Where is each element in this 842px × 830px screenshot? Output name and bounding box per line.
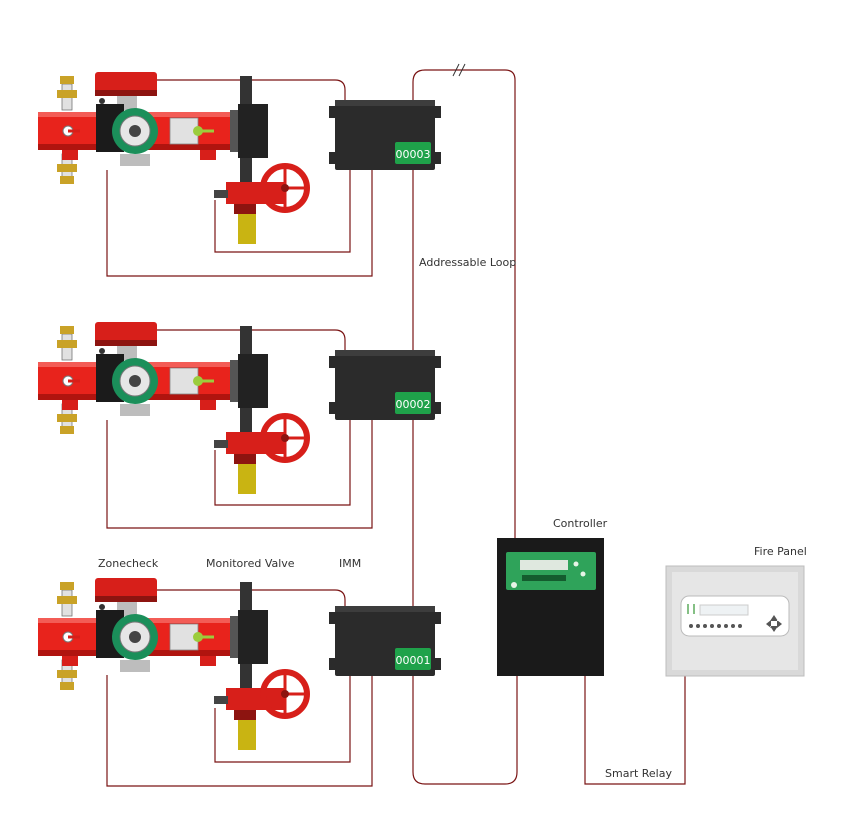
zonecheck-label: Zonecheck (98, 557, 159, 570)
cable-pipe-1 (106, 168, 373, 277)
imm-module-2: 00002 (329, 350, 441, 420)
valve-assembly-1 (38, 72, 307, 244)
fire-panel-label: Fire Panel (754, 545, 807, 558)
imm-module-1: 00003 (329, 100, 441, 170)
smart-relay-label: Smart Relay (605, 767, 672, 780)
fire-panel-unit (665, 565, 805, 677)
cable-zonecheck-3 (155, 589, 346, 608)
addressable-loop-label: Addressable Loop (419, 256, 516, 269)
smart-relay-cable (584, 676, 686, 785)
cabling (106, 69, 686, 787)
cable-break-mark (452, 63, 460, 77)
imm-address-badge: 00003 (396, 148, 431, 161)
valve-assembly-2 (38, 322, 307, 494)
addressable-loop-cable (412, 69, 516, 538)
imm-label: IMM (339, 557, 361, 570)
imm-address-badge: 00001 (396, 654, 431, 667)
controller-unit (497, 538, 604, 676)
cable-zonecheck-2 (155, 329, 346, 352)
cable-pipe-3 (106, 675, 373, 787)
cable-pipe-2 (106, 418, 373, 529)
cable-break-mark (458, 63, 466, 77)
cable-valve-2 (214, 418, 351, 506)
cable-zonecheck-1 (155, 79, 346, 102)
controller-label: Controller (553, 517, 608, 530)
imm-module-3: 00001 (329, 606, 441, 676)
cable-valve-3 (214, 676, 351, 763)
cable-valve-1 (214, 168, 351, 253)
imm-address-badge: 00002 (396, 398, 431, 411)
valve-assembly-3 (38, 578, 307, 750)
monitored-valve-label: Monitored Valve (206, 557, 295, 570)
loop-return (412, 676, 518, 785)
